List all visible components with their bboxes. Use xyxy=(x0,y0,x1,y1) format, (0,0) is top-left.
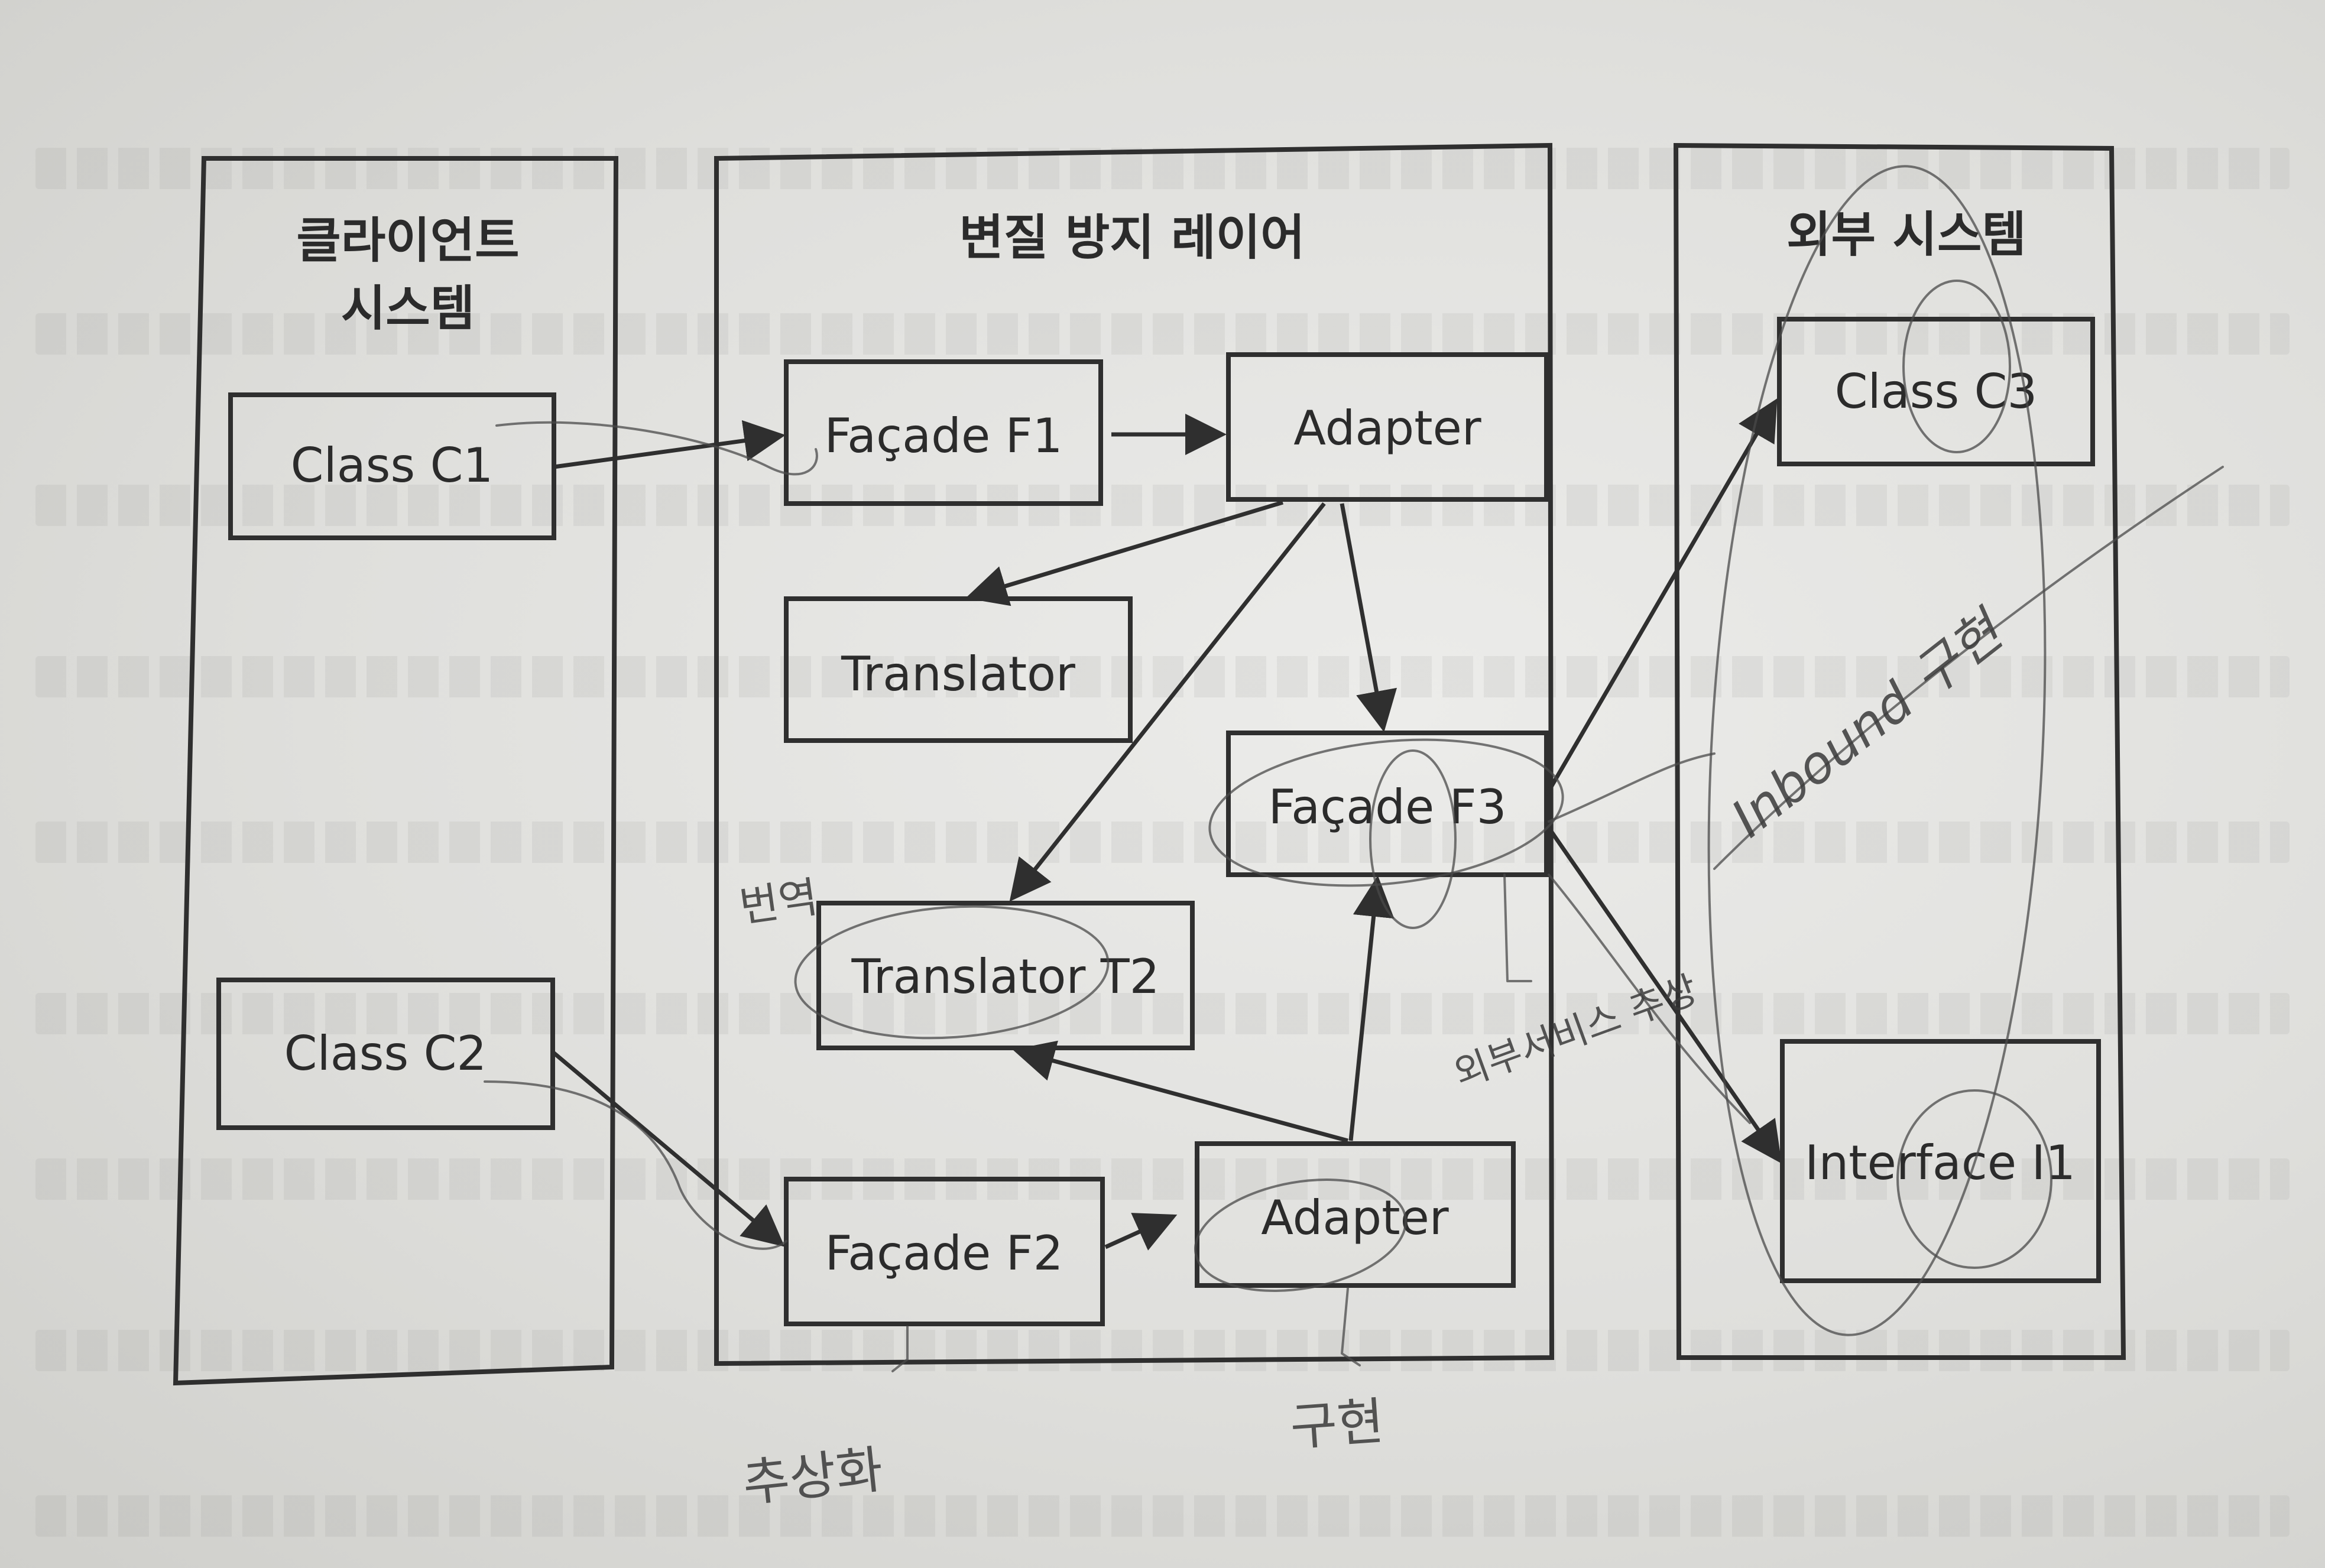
adapter-top-box: Adapter xyxy=(1226,352,1549,502)
arrow-f3-to-i1 xyxy=(1545,823,1782,1164)
translator-t2-label: Translator T2 xyxy=(851,949,1159,1004)
handwritten-abstraction-note: 추상화 xyxy=(740,1440,886,1514)
handwritten-external-service-note: 외부서비스 추상 xyxy=(1448,968,1704,1096)
handwritten-translate-note: 번역 xyxy=(737,872,821,932)
pencil-circle-c3-inner xyxy=(1902,280,2011,453)
client-system-title-line2: 시스템 xyxy=(341,281,475,337)
pencil-circle-f3-inner xyxy=(1369,749,1457,929)
pencil-stroke-implementation xyxy=(1341,1287,1361,1366)
pencil-underline-inbound xyxy=(1713,466,2224,870)
arrow-adapter-to-translator xyxy=(965,500,1284,606)
pencil-stroke-c1-f1 xyxy=(495,421,818,476)
pencil-circle-c3-i1 xyxy=(1707,165,2047,1336)
class-c1-label: Class C1 xyxy=(291,438,494,493)
pencil-stroke-abstraction xyxy=(891,1326,909,1372)
class-c3-box: Class C3 xyxy=(1777,317,2095,466)
facade-f1-label: Façade F1 xyxy=(824,408,1062,463)
back-page-text-line xyxy=(35,485,2290,526)
interface-i1-box: Interface I1 xyxy=(1780,1039,2101,1283)
class-c2-label: Class C2 xyxy=(284,1026,487,1081)
arrow-f3-to-c3 xyxy=(1544,398,1778,796)
client-system-group: 클라이언트 시스템 xyxy=(173,156,619,1386)
pencil-stroke-f3-connector xyxy=(1548,752,1716,823)
adapter-bottom-label: Adapter xyxy=(1261,1190,1448,1245)
back-page-text-line xyxy=(35,1158,2290,1200)
pencil-stroke-c2-f2 xyxy=(484,1080,787,1250)
facade-f2-label: Façade F2 xyxy=(825,1226,1063,1281)
facade-f3-label: Façade F3 xyxy=(1268,780,1506,835)
anti-corruption-layer-group: 변질 방지 레이어 xyxy=(714,142,1555,1366)
facade-f1-box: Façade F1 xyxy=(784,359,1103,506)
class-c1-box: Class C1 xyxy=(228,392,556,540)
pencil-circle-t2 xyxy=(794,905,1110,1040)
translator-label: Translator xyxy=(841,647,1075,702)
back-page-text-line xyxy=(35,822,2290,863)
arrow-adapter-to-f3 xyxy=(1340,503,1397,732)
interface-i1-label: Interface I1 xyxy=(1805,1135,2076,1190)
handwritten-inbound-note: Inbound 구현 xyxy=(1720,599,2017,849)
back-page-text-line xyxy=(35,1495,2290,1537)
pencil-circle-i1-inner xyxy=(1896,1089,2052,1269)
facade-f3-box: Façade F3 xyxy=(1226,731,1549,877)
adapter-top-label: Adapter xyxy=(1293,401,1481,456)
anti-corruption-layer-title: 변질 방지 레이어 xyxy=(959,210,1305,266)
pencil-circle-f3 xyxy=(1208,738,1564,887)
pencil-stroke-f3-to-i1 xyxy=(1548,874,1751,1124)
pencil-stroke-external-note xyxy=(1503,874,1532,982)
pencil-circle-adapter-bottom xyxy=(1194,1179,1407,1292)
external-system-title: 외부 시스템 xyxy=(1786,207,2026,263)
arrow-adapter-to-f3-bottom xyxy=(1348,875,1395,1141)
client-system-title-line1: 클라이언트 xyxy=(296,213,519,269)
arrow-f2-to-adapter xyxy=(1104,1213,1178,1251)
translator-t2-box: Translator T2 xyxy=(816,901,1195,1050)
handwritten-implementation-note: 구현 xyxy=(1288,1392,1386,1457)
adapter-bottom-box: Adapter xyxy=(1195,1141,1516,1288)
translator-box: Translator xyxy=(784,596,1133,743)
external-system-group: 외부 시스템 xyxy=(1673,142,2126,1360)
arrow-adapter-to-t2 xyxy=(1009,502,1326,902)
arrow-c2-to-f2 xyxy=(551,1050,785,1247)
arrow-c1-to-f1 xyxy=(553,420,786,469)
class-c2-box: Class C2 xyxy=(216,978,555,1130)
back-page-text-line xyxy=(35,1330,2290,1371)
back-page-text-line xyxy=(35,993,2290,1034)
arrow-adapter-to-t2-bottom xyxy=(1013,1040,1348,1143)
pencil-annotations: 번역 외부서비스 추상 Inbound 구현 추상화 구현 xyxy=(484,165,2224,1514)
facade-f2-box: Façade F2 xyxy=(784,1177,1105,1326)
back-page-text-line xyxy=(35,148,2290,189)
arrows xyxy=(551,398,1782,1251)
